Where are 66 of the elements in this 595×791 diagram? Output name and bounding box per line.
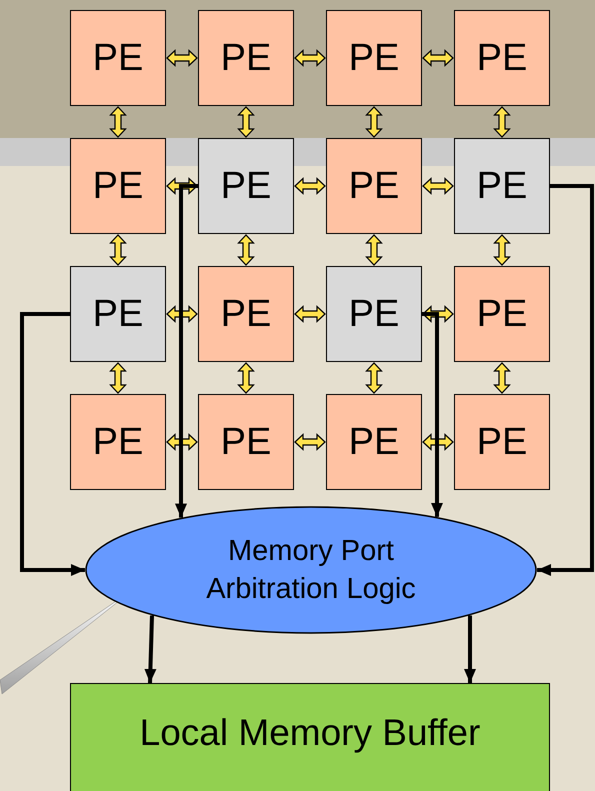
node-label: PE (92, 423, 144, 461)
arrow (537, 184, 594, 576)
double-arrow (422, 49, 454, 67)
pe-box (326, 394, 422, 490)
node-label: PE (476, 39, 528, 77)
node-label: PE (220, 167, 272, 205)
node-label: PE (92, 167, 144, 205)
double-arrow (365, 362, 383, 394)
node-label: PE (476, 423, 528, 461)
double-arrow (109, 106, 127, 138)
pe-box (70, 138, 166, 234)
double-arrow (166, 305, 198, 323)
node-label: PE (476, 167, 528, 205)
double-arrow (109, 362, 127, 394)
node-label: PE (348, 423, 400, 461)
arrow (20, 312, 85, 576)
pe-box (454, 138, 550, 234)
double-arrow (422, 177, 454, 195)
node-label: PE (220, 295, 272, 333)
pe-box (70, 10, 166, 106)
buffer-box (70, 683, 550, 791)
double-arrow (294, 177, 326, 195)
node-label: PE (92, 39, 144, 77)
double-arrow (166, 433, 198, 451)
node-label: PE (348, 39, 400, 77)
pe-box (454, 394, 550, 490)
node-label: PE (476, 295, 528, 333)
double-arrow (493, 362, 511, 394)
pe-box (454, 266, 550, 362)
double-arrow (166, 49, 198, 67)
arrow (464, 616, 476, 683)
pe-box (198, 10, 294, 106)
node-label: Local Memory Buffer (140, 711, 480, 756)
node-label: PE (348, 295, 400, 333)
double-arrow (365, 234, 383, 266)
pe-box (198, 138, 294, 234)
double-arrow (294, 49, 326, 67)
pe-box (326, 138, 422, 234)
double-arrow (237, 234, 255, 266)
node-label: Memory Port Arbitration Logic (205, 534, 417, 607)
double-arrow (493, 234, 511, 266)
node-label: PE (348, 167, 400, 205)
double-arrow (166, 177, 198, 195)
double-arrow (365, 106, 383, 138)
double-arrow (237, 362, 255, 394)
double-arrow (493, 106, 511, 138)
double-arrow (422, 305, 454, 323)
node-label: PE (220, 39, 272, 77)
double-arrow (294, 305, 326, 323)
pe-box (70, 266, 166, 362)
double-arrow (294, 433, 326, 451)
arrow (144, 615, 156, 684)
ellipse-node (85, 506, 537, 634)
pe-box (70, 394, 166, 490)
double-arrow (237, 106, 255, 138)
pe-box (454, 10, 550, 106)
node-label: PE (220, 423, 272, 461)
pe-box (198, 266, 294, 362)
double-arrow (422, 433, 454, 451)
pe-box (198, 394, 294, 490)
arrow (175, 184, 198, 518)
pe-box (326, 266, 422, 362)
pe-box (326, 10, 422, 106)
node-label: PE (92, 295, 144, 333)
arrow (422, 312, 443, 517)
double-arrow (109, 234, 127, 266)
